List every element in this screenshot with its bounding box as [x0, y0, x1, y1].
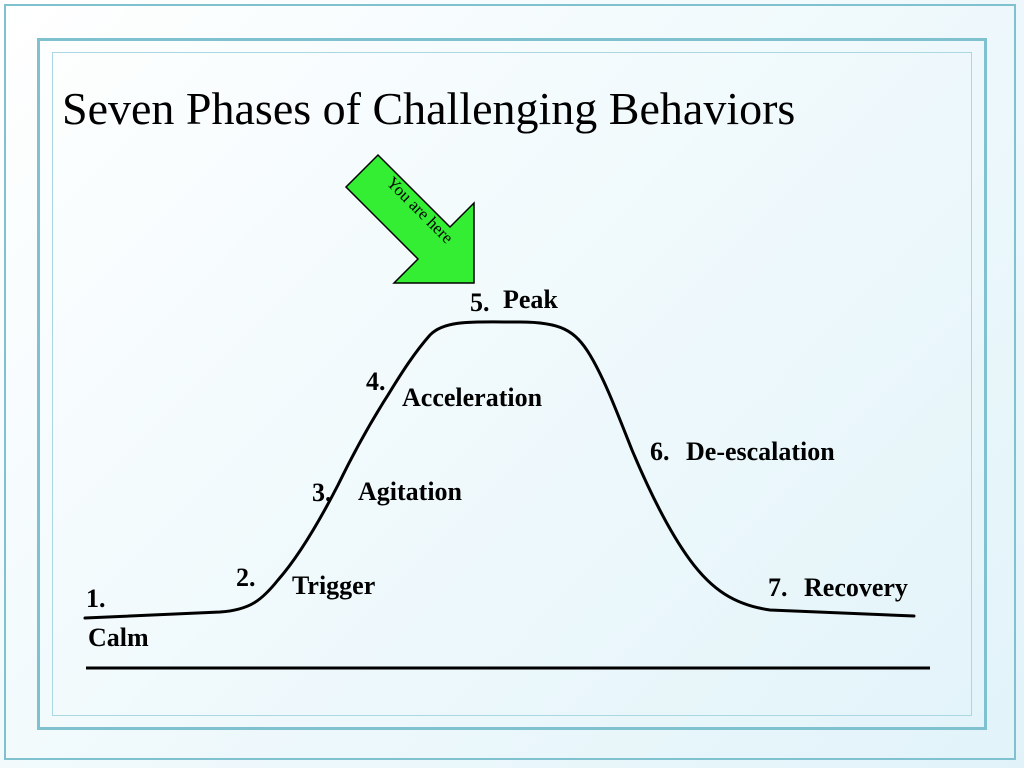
phase-3-label: Agitation — [358, 477, 462, 506]
phase-1-label: Calm — [88, 623, 149, 652]
phase-6-number: 6. — [650, 437, 670, 466]
behavior-curve — [83, 320, 916, 620]
you-are-here-arrow: You are here — [344, 153, 475, 284]
phase-6-label: De-escalation — [686, 437, 835, 466]
phase-7-number: 7. — [768, 573, 788, 602]
phase-2-number: 2. — [236, 563, 256, 592]
phase-5-number: 5. — [470, 288, 490, 317]
phase-2-label: Trigger — [292, 571, 376, 600]
phase-1-number: 1. — [86, 584, 106, 613]
phase-4-label: Acceleration — [402, 383, 543, 412]
inner-border — [37, 38, 987, 730]
phase-7-label: Recovery — [804, 573, 908, 602]
outer-border — [4, 4, 1016, 760]
phase-4-number: 4. — [366, 367, 386, 396]
arrow-shape — [344, 153, 475, 284]
phase-5-label: Peak — [503, 285, 558, 314]
slide-title: Seven Phases of Challenging Behaviors — [62, 83, 796, 134]
inner-border-line — [52, 52, 972, 716]
phase-3-number: 3. — [312, 478, 332, 507]
